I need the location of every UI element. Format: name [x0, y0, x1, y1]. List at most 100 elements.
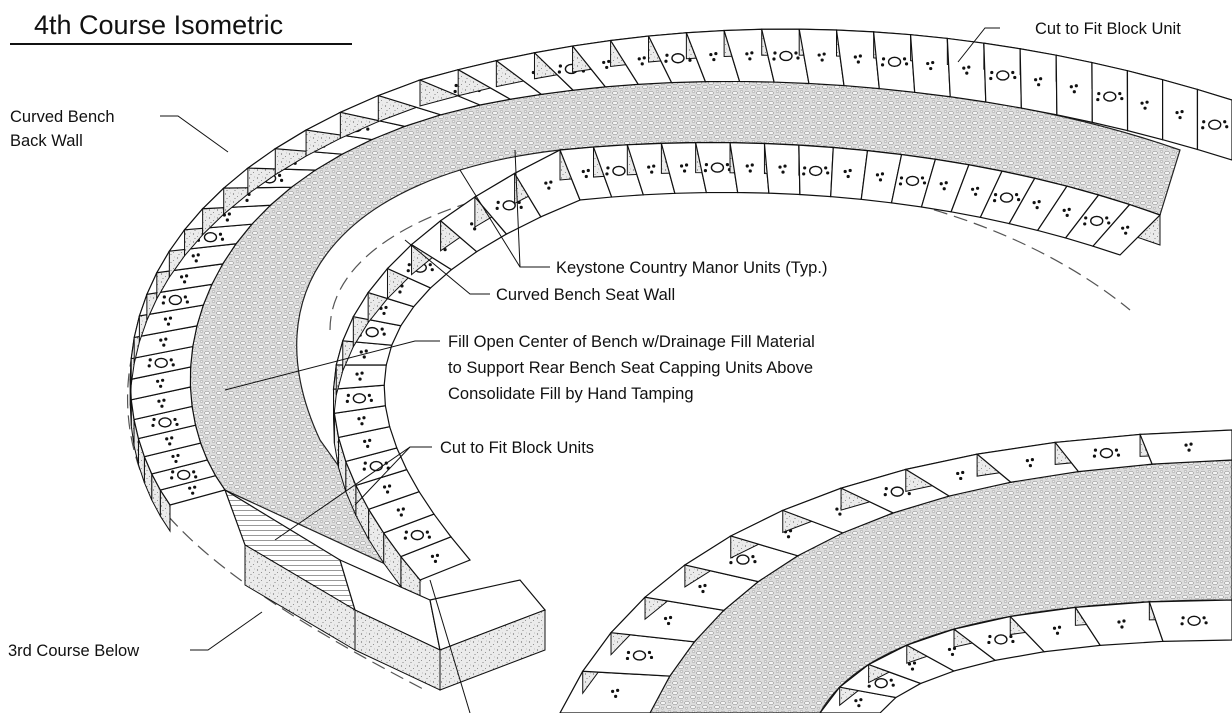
seat-wall-block-pin-dot: [1035, 206, 1039, 210]
second-bench-inner-block-core-hole: [1187, 615, 1201, 627]
second-bench-inner-block-pin-dot: [891, 683, 895, 687]
seat-wall-block-pin-dot: [382, 485, 387, 489]
back-wall-block-core-hole: [203, 232, 218, 243]
seat-wall-block-pin-dot: [428, 263, 432, 267]
back-wall-block-pin-dot: [858, 54, 862, 58]
seat-wall-block-pin-dot: [802, 172, 806, 176]
second-bench-outer-block-pin-dot: [1093, 448, 1098, 452]
second-bench-inner-block-pin-dot: [907, 662, 912, 666]
seat-wall-block-pin-dot: [1105, 216, 1109, 220]
seat-wall-block-pin-dot: [435, 553, 440, 557]
second-bench-outer-block-pin-dot: [835, 507, 839, 511]
back-wall-block-pin-dot: [171, 363, 175, 367]
seat-wall-block-pin-dot: [549, 180, 553, 184]
back-wall-block-pin-dot: [156, 379, 160, 383]
back-wall-block-pin-dot: [166, 322, 171, 326]
second-bench-outer-block-pin-dot: [751, 554, 755, 559]
back-wall-block-core-hole: [887, 56, 902, 68]
seat-wall-block-top: [1092, 203, 1162, 256]
end-cap-block-face: [439, 609, 546, 691]
second-bench-outer-block-pin-dot: [1187, 448, 1191, 452]
back-wall-block-top: [1196, 88, 1232, 161]
back-wall-block-pin-dot: [191, 254, 195, 258]
seat-wall-block-pin-dot: [1083, 222, 1087, 226]
seat-wall-block-pin-dot: [1067, 207, 1071, 212]
seat-wall-block-pin-dot: [1037, 200, 1041, 204]
second-bench-outer-block-pin-dot: [625, 656, 630, 661]
back-wall-block-pin-dot: [881, 57, 886, 61]
label-third-course: 3rd Course Below: [8, 642, 139, 660]
back-wall-block-pin-dot: [637, 57, 641, 61]
seat-wall-block-pin-dot: [750, 163, 754, 167]
seat-wall-block-pin-dot: [358, 377, 362, 381]
back-wall-block-pin-dot: [161, 378, 165, 382]
back-wall-block-pin-dot: [640, 62, 644, 66]
seat-wall-block-pin-dot: [362, 355, 366, 359]
back-wall-block-pin-dot: [607, 59, 611, 64]
seat-wall-block-pin-dot: [547, 186, 551, 190]
back-wall-block-pin-dot: [989, 76, 993, 81]
second-bench-inner-block-pin-dot: [889, 678, 893, 682]
back-wall-block-pin-dot: [1225, 125, 1229, 129]
seat-wall-block-pin-dot: [1107, 221, 1111, 225]
back-wall-block-pin-dot: [962, 66, 966, 70]
back-wall-block-pin-dot: [605, 65, 609, 70]
leader-third-course: [190, 611, 263, 651]
back-wall-block-core-hole: [154, 357, 168, 369]
seat-wall-block-core-hole: [410, 529, 425, 541]
second-bench-inner-block-pin-dot: [947, 647, 952, 652]
seat-wall-block-pin-dot: [427, 535, 431, 539]
second-bench-outer-block-pin-dot: [753, 559, 757, 564]
back-wall-block-pin-dot: [157, 399, 161, 403]
seat-wall-block-pin-dot: [403, 536, 407, 540]
leader-cut-units-2: [274, 446, 411, 541]
back-wall-block-pin-dot: [822, 52, 826, 56]
seat-wall-block-pin-dot: [848, 168, 852, 173]
second-bench-outer-block-pin-dot: [703, 583, 707, 588]
label-back-wall-line1: Curved Bench: [10, 108, 115, 126]
back-wall-block-pin-dot: [1034, 78, 1038, 82]
second-bench-outer-block-pin-dot: [666, 621, 671, 626]
second-bench-outer-block-top: [1139, 429, 1232, 465]
second-bench-inner-block-pin-dot: [1057, 625, 1062, 629]
label-fill-line2: to Support Rear Bench Seat Capping Units…: [448, 359, 813, 377]
seat-wall-block-pin-dot: [399, 513, 403, 517]
back-wall-block-pin-dot: [194, 475, 198, 479]
second-bench-inner-block-pin-dot: [1117, 620, 1121, 624]
leader-back-wall: [160, 115, 229, 153]
leader-keystone-2: [514, 149, 521, 268]
seat-wall-block-pin-dot: [920, 176, 925, 180]
second-bench-inner-block-pin-dot: [1052, 626, 1057, 630]
back-wall-block-pin-dot: [642, 56, 646, 60]
back-wall-block-pin-dot: [191, 491, 195, 495]
seat-wall-block-pin-dot: [380, 327, 384, 331]
back-wall-block-top: [946, 37, 987, 103]
seat-wall-block-pin-dot: [384, 305, 388, 310]
back-wall-block-core-hole: [996, 70, 1010, 81]
leader-fill: [224, 340, 440, 391]
seat-wall-block-pin-dot: [898, 182, 903, 186]
second-bench-inner-block-pin-dot: [1120, 625, 1124, 629]
seat-wall-block-pin-dot: [584, 174, 588, 179]
seat-wall-block-pin-dot: [385, 490, 390, 494]
second-bench-outer-block-pin-dot: [701, 589, 705, 594]
back-wall-block-pin-dot: [1143, 106, 1147, 110]
label-fill-line3: Consolidate Fill by Hand Tamping: [448, 385, 694, 403]
second-bench-outer-block-pin-dot: [668, 615, 673, 620]
second-bench-inner-block-core-hole: [994, 634, 1008, 645]
back-wall-block-pin-dot: [179, 275, 184, 279]
seat-wall-block-pin-dot: [725, 162, 730, 167]
seat-wall-block-pin-dot: [360, 371, 364, 375]
seat-wall-block-core-hole: [808, 165, 823, 177]
back-wall-block-pin-dot: [171, 454, 175, 459]
seat-wall-block-pin-dot: [473, 227, 477, 231]
back-wall-block-pin-dot: [1011, 70, 1015, 75]
label-keystone-units: Keystone Country Manor Units (Typ.): [556, 259, 827, 277]
back-wall-block-top: [909, 34, 951, 98]
second-bench-inner-block-pin-dot: [859, 698, 863, 702]
seat-wall-block-pin-dot: [1065, 213, 1069, 218]
second-bench-outer-block-pin-dot: [1184, 443, 1188, 447]
back-wall-block-pin-dot: [162, 398, 166, 402]
back-wall-block-pin-dot: [193, 485, 197, 489]
